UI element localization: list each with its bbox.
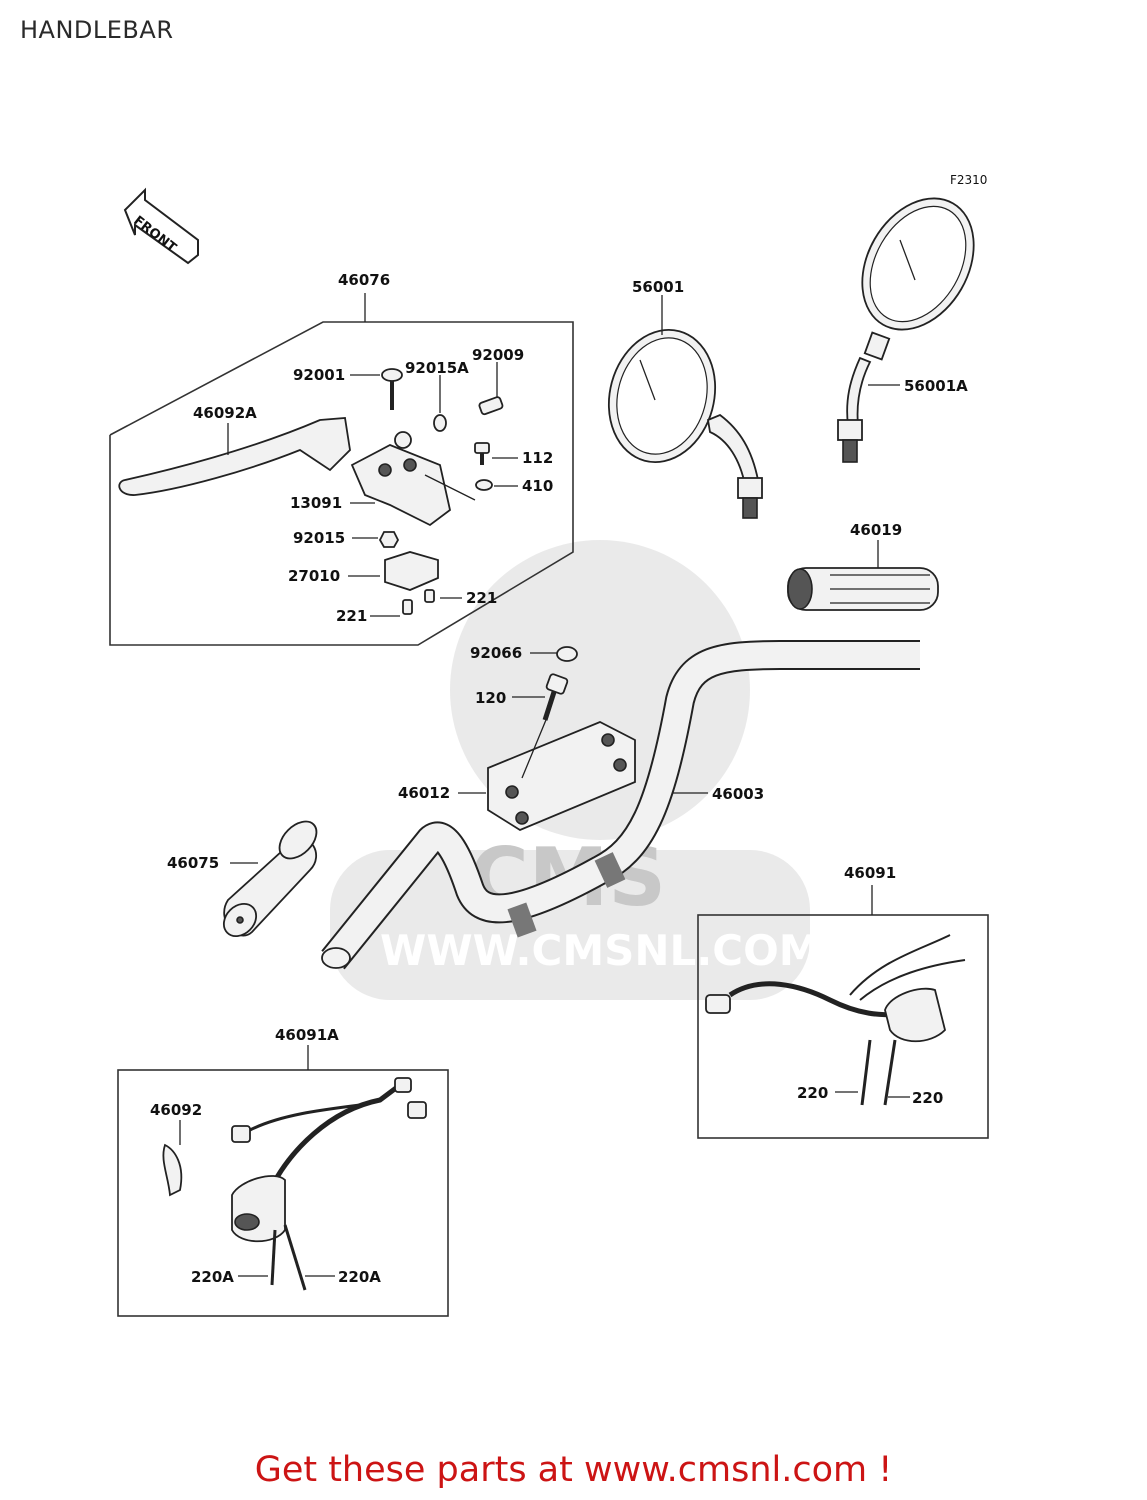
label-92009: 92009 [472,346,524,364]
page-title: HANDLEBAR [20,16,174,44]
part-mirror-56001A: 56001A [837,197,975,463]
figure-code: F2310 [950,173,987,187]
label-46003: 46003 [712,785,764,803]
label-221-left: 221 [336,607,367,625]
label-92001: 92001 [293,366,345,384]
label-13091: 13091 [290,494,342,512]
part-holder-13091: 13091 [290,431,452,527]
part-bolt-120: 120 [475,673,569,721]
label-220-right: 220 [912,1089,943,1107]
part-mirror-56001: 56001 [607,278,763,519]
part-screws-221: 221 221 [336,589,497,625]
label-410: 410 [522,477,553,495]
label-46092: 46092 [150,1101,202,1119]
part-switch-27010: 27010 [288,551,439,591]
watermark-url: WWW.CMSNL.COM [380,926,821,975]
label-46012: 46012 [398,784,450,802]
front-arrow-icon: FRONT [123,187,199,265]
label-46092A: 46092A [193,404,257,422]
label-46076: 46076 [338,271,390,289]
part-bolt-112: 112 [474,442,553,467]
part-grip-46019: 46019 [787,521,939,611]
footer-link[interactable]: Get these parts at www.cmsnl.com ! [254,1450,893,1490]
label-46075: 46075 [167,854,219,872]
box-46091A: 46091A 46092 220A 220A [117,1026,449,1317]
box-46076: 46076 [109,271,574,646]
label-56001A: 56001A [904,377,968,395]
label-221-right: 221 [466,589,497,607]
label-220A-left: 220A [191,1268,234,1286]
part-handlebar-46003: 46003 [321,640,920,970]
part-lever-46092A: 46092A [118,404,351,496]
part-nut-92015: 92015 [293,529,400,548]
part-nut-92015A: 92015A [405,359,469,432]
part-cap-92066: 92066 [470,644,578,662]
part-bolt-92001: 92001 [293,366,403,410]
label-220A-right: 220A [338,1268,381,1286]
label-112: 112 [522,449,553,467]
label-92015A: 92015A [405,359,469,377]
part-screw-92009: 92009 [472,346,524,416]
label-46091A: 46091A [275,1026,339,1044]
label-92066: 92066 [470,644,522,662]
label-120: 120 [475,689,506,707]
part-grip-46075: 46075 [167,820,318,938]
part-washer-410: 410 [424,474,553,501]
label-46019: 46019 [850,521,902,539]
label-92015: 92015 [293,529,345,547]
box-46091: 46091 220 220 [697,864,989,1139]
label-27010: 27010 [288,567,340,585]
label-220-left: 220 [797,1084,828,1102]
part-holder-46012: 46012 [398,714,636,832]
label-56001: 56001 [632,278,684,296]
label-46091: 46091 [844,864,896,882]
